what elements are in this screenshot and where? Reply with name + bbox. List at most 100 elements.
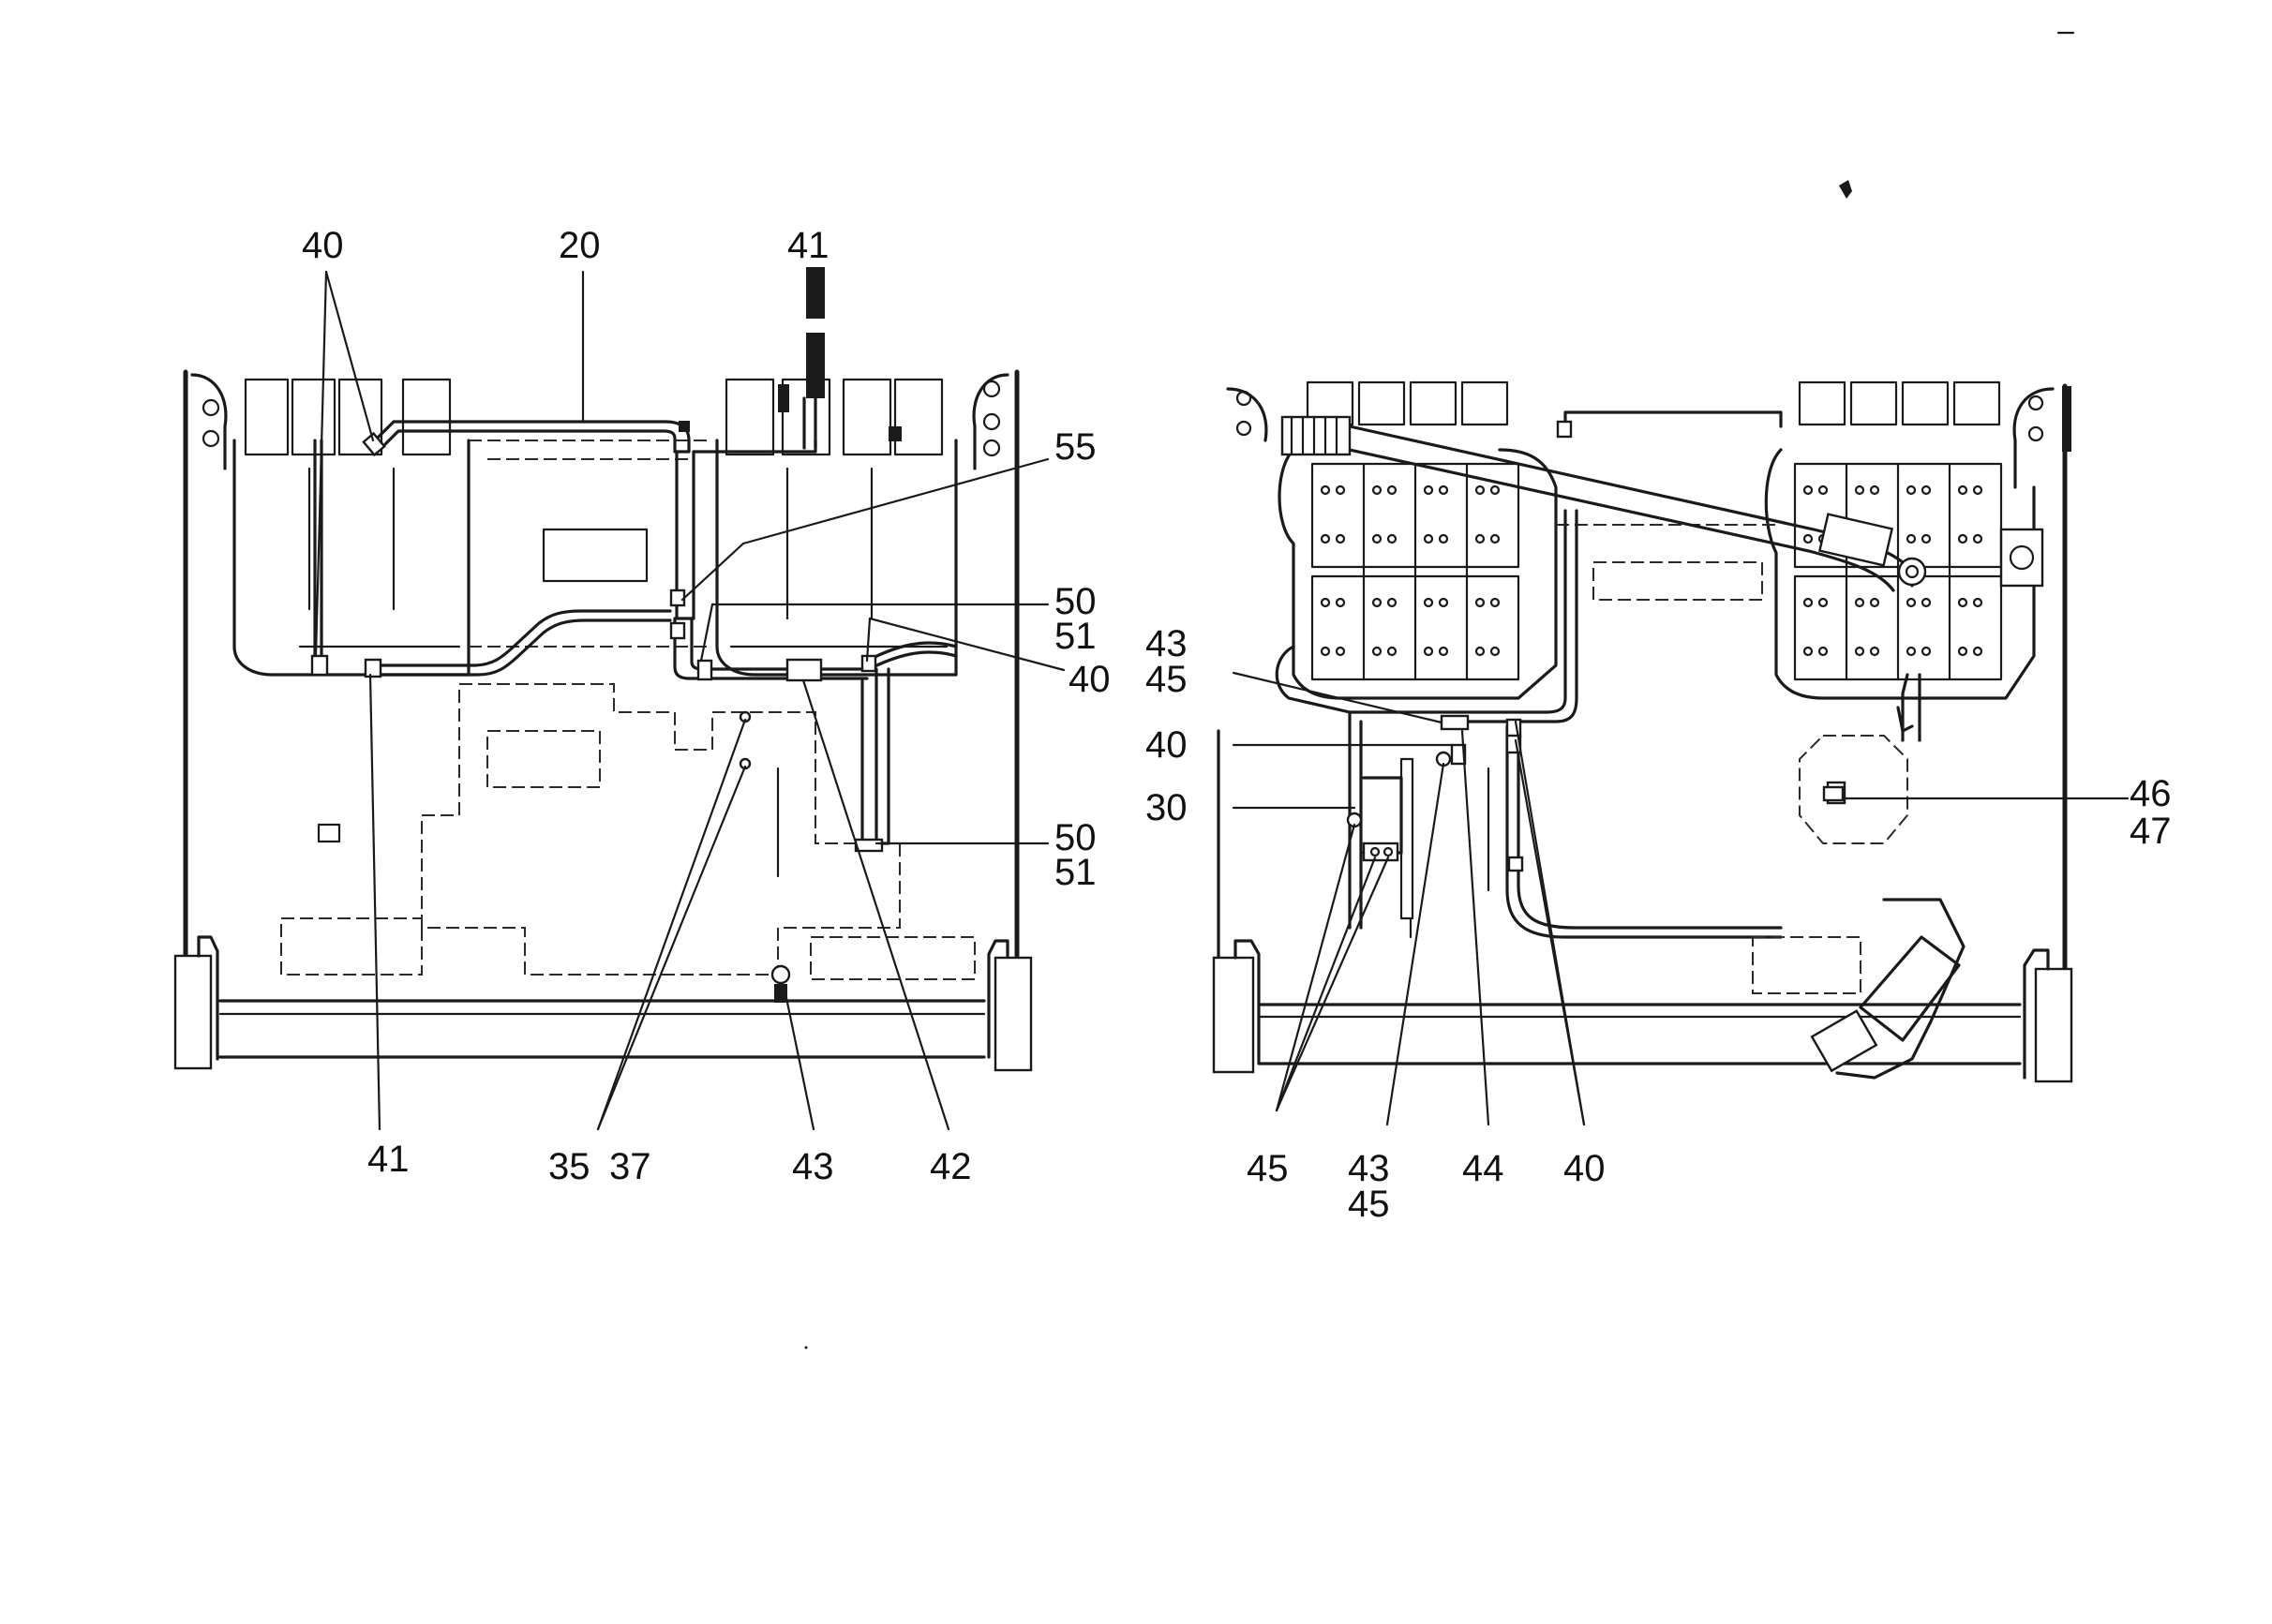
valve-port-dot bbox=[1921, 533, 1932, 544]
right-view-leader-lines bbox=[1232, 671, 2130, 1126]
callout-20: 20 bbox=[559, 225, 601, 266]
valve-port-dot bbox=[1335, 484, 1346, 496]
valve-port-dot bbox=[1957, 533, 1968, 544]
valve-port-dot bbox=[1869, 484, 1880, 496]
left-view-frame bbox=[173, 369, 1033, 1072]
callout-44: 44 bbox=[1462, 1148, 1504, 1189]
valve-port-dot bbox=[1957, 484, 1968, 496]
valve-port-dot bbox=[1320, 646, 1331, 657]
callout-50-a: 50 bbox=[1054, 581, 1097, 622]
callout-45-bottom: 45 bbox=[1247, 1148, 1289, 1189]
callout-37: 37 bbox=[609, 1146, 651, 1187]
callout-40-top: 40 bbox=[302, 225, 344, 266]
valve-port-dot bbox=[1921, 484, 1932, 496]
callout-55: 55 bbox=[1054, 426, 1097, 468]
valve-port-dot bbox=[1438, 484, 1449, 496]
left-view-pipe-20 bbox=[368, 420, 817, 620]
valve-port-dot bbox=[1489, 597, 1501, 608]
valve-port-dot bbox=[1438, 646, 1449, 657]
valve-port-dot bbox=[1869, 646, 1880, 657]
callout-51-a: 51 bbox=[1054, 616, 1097, 657]
valve-port-dot bbox=[1423, 484, 1434, 496]
valve-port-dot bbox=[1972, 597, 1983, 608]
left-view-valve-blocks bbox=[232, 378, 958, 677]
valve-port-dot bbox=[1972, 533, 1983, 544]
valve-port-dot bbox=[1802, 484, 1814, 496]
valve-port-dot bbox=[1371, 646, 1383, 657]
callout-30: 30 bbox=[1145, 787, 1188, 828]
right-view-valve-blocks bbox=[1278, 380, 2044, 700]
valve-port-dot bbox=[1489, 646, 1501, 657]
valve-port-dot bbox=[1438, 597, 1449, 608]
left-view-base-frame-outline bbox=[280, 683, 976, 980]
callout-41-bottom: 41 bbox=[367, 1139, 410, 1180]
callout-42: 42 bbox=[930, 1146, 972, 1187]
valve-port-dot bbox=[1817, 484, 1829, 496]
valve-port-dot bbox=[1335, 533, 1346, 544]
right-view-frame bbox=[1212, 383, 2073, 1083]
valve-port-dot bbox=[1320, 533, 1331, 544]
valve-port-dot bbox=[1802, 646, 1814, 657]
valve-port-dot bbox=[1438, 533, 1449, 544]
scan-specks bbox=[804, 31, 2075, 1349]
callout-43: 43 bbox=[792, 1146, 834, 1187]
callout-40-right: 40 bbox=[1069, 659, 1111, 700]
valve-port-dot bbox=[1474, 484, 1486, 496]
callout-41-top: 41 bbox=[787, 225, 830, 266]
valve-port-dot bbox=[1802, 533, 1814, 544]
valve-port-dot bbox=[1906, 597, 1917, 608]
valve-port-dot bbox=[1320, 484, 1331, 496]
callout-40-left: 40 bbox=[1145, 724, 1188, 766]
callout-45-left: 45 bbox=[1145, 659, 1188, 700]
valve-port-dot bbox=[1386, 646, 1398, 657]
callout-43-bottom: 43 bbox=[1348, 1148, 1390, 1189]
right-assembly-view: 43 45 40 30 46 47 45 43 45 44 40 bbox=[1145, 380, 2172, 1225]
right-view-valve-ports bbox=[1320, 484, 1983, 657]
valve-port-dot bbox=[1489, 484, 1501, 496]
callout-43-left: 43 bbox=[1145, 623, 1188, 664]
left-view-fittings bbox=[310, 421, 884, 1003]
valve-port-dot bbox=[1906, 533, 1917, 544]
callout-47: 47 bbox=[2130, 811, 2172, 852]
callout-45-bottom-2: 45 bbox=[1348, 1184, 1390, 1225]
right-view-fittings bbox=[1346, 714, 1845, 872]
valve-port-dot bbox=[1474, 533, 1486, 544]
valve-port-dot bbox=[1854, 597, 1865, 608]
valve-port-dot bbox=[1489, 533, 1501, 544]
valve-port-dot bbox=[1869, 597, 1880, 608]
valve-port-dot bbox=[1386, 484, 1398, 496]
valve-port-dot bbox=[1386, 597, 1398, 608]
right-view-main-hose bbox=[1280, 410, 1927, 592]
callout-50-b: 50 bbox=[1054, 817, 1097, 858]
valve-port-dot bbox=[1371, 533, 1383, 544]
valve-port-dot bbox=[1906, 484, 1917, 496]
valve-port-dot bbox=[1371, 597, 1383, 608]
valve-port-dot bbox=[1957, 646, 1968, 657]
callout-35: 35 bbox=[548, 1146, 590, 1187]
left-view-pipe-41-top bbox=[802, 267, 825, 450]
valve-port-dot bbox=[1423, 533, 1434, 544]
valve-port-dot bbox=[1972, 646, 1983, 657]
valve-port-dot bbox=[1386, 533, 1398, 544]
valve-port-dot bbox=[1802, 597, 1814, 608]
right-view-lower-piping bbox=[1275, 509, 1783, 939]
valve-port-dot bbox=[1371, 484, 1383, 496]
valve-port-dot bbox=[1972, 484, 1983, 496]
left-view-callouts: 40 20 41 55 50 51 40 50 51 41 35 37 43 4… bbox=[302, 225, 1111, 1187]
valve-port-dot bbox=[1854, 484, 1865, 496]
valve-port-dot bbox=[1906, 646, 1917, 657]
valve-port-dot bbox=[1474, 646, 1486, 657]
callout-46: 46 bbox=[2130, 773, 2172, 814]
left-assembly-view: 40 20 41 55 50 51 40 50 51 41 35 37 43 4… bbox=[173, 225, 1111, 1187]
valve-port-dot bbox=[1423, 597, 1434, 608]
valve-port-dot bbox=[1320, 597, 1331, 608]
valve-port-dot bbox=[1817, 646, 1829, 657]
valve-port-dot bbox=[1921, 597, 1932, 608]
callout-40-bottom: 40 bbox=[1563, 1148, 1606, 1189]
left-view-pipe-41-bottom bbox=[313, 439, 958, 845]
right-view-callouts: 43 45 40 30 46 47 45 43 45 44 40 bbox=[1145, 623, 2172, 1225]
valve-port-dot bbox=[1335, 597, 1346, 608]
valve-port-dot bbox=[1957, 597, 1968, 608]
